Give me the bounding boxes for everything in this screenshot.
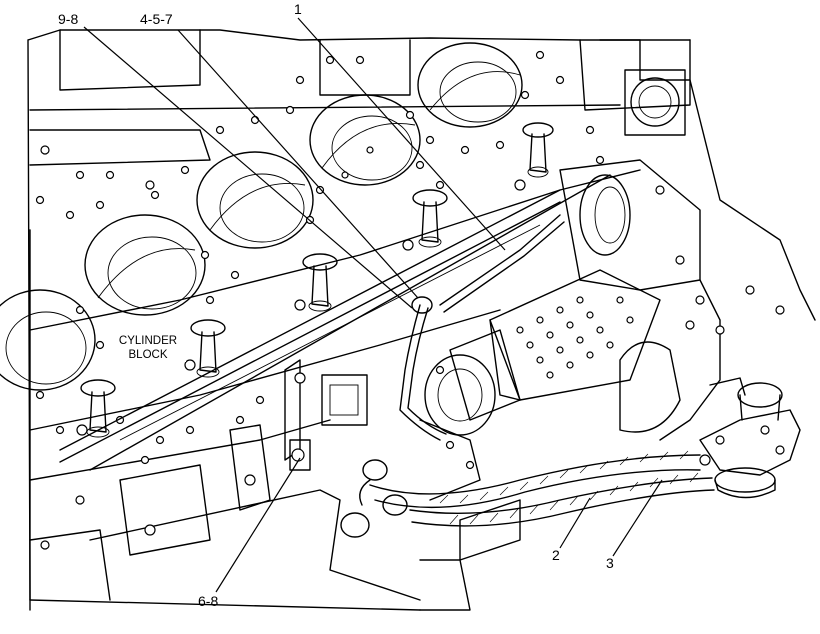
callout-1: 1 [294,1,302,17]
leader-3 [612,479,663,557]
leader-9-8 [83,26,413,309]
injector-clamps [80,122,554,438]
callout-3: 3 [606,555,614,571]
leader-6-8 [215,457,301,593]
block-label-line2: BLOCK [129,349,168,361]
leader-4-5-7 [177,29,419,299]
leader-2 [559,497,591,549]
cylinder-bores [0,42,523,391]
bolt-holes [35,50,605,465]
callout-4-5-7: 4-5-7 [140,11,173,27]
hose-braid-hatch [439,450,699,525]
callout-6-8: 6-8 [198,593,218,609]
fuel-filter-base [699,377,801,499]
lower-block-details [29,424,521,611]
callout-9-8: 9-8 [58,11,78,27]
fuel-line-tube [399,214,565,441]
callout-2: 2 [552,547,560,563]
callouts: 9-8 4-5-7 1 2 3 6-8 [58,1,614,609]
mounting-bracket [284,359,368,471]
block-label-line1: CYLINDER [119,335,177,347]
cylinder-block-outline [27,29,691,611]
leader-lines [83,17,663,593]
flexible-hoses [340,450,715,538]
block-label-backdrop [110,330,186,362]
leader-1 [297,17,506,251]
fuel-manifold-tubes [59,174,611,471]
front-housing [559,39,816,441]
fuel-pump-assembly [419,269,661,501]
